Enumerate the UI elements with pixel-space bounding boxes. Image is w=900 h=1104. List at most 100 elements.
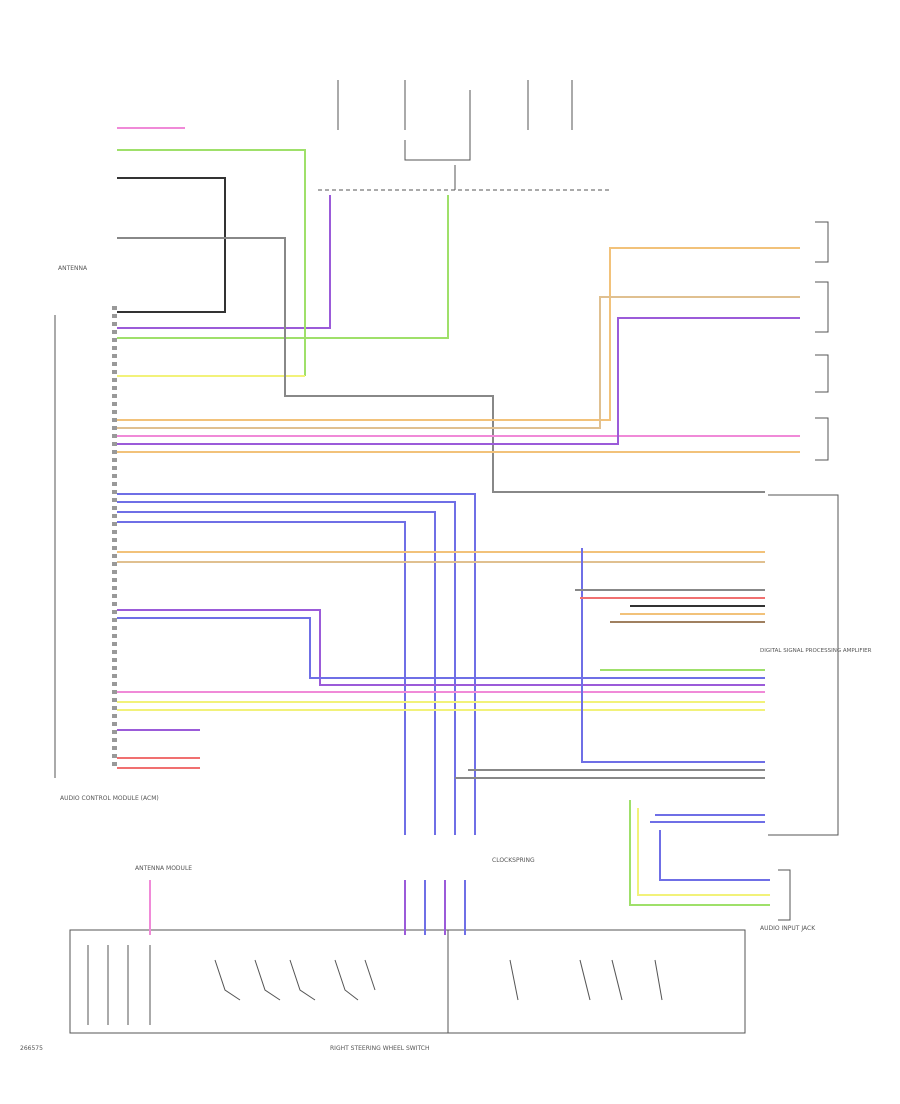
module-pin [112,338,117,342]
violet-line-3 [117,609,765,686]
module-pin [112,450,117,454]
module-pin [112,714,117,718]
rear-speaker-frame [815,281,829,333]
switch-mute [611,959,623,1001]
module-pin [112,658,117,662]
module-pin [112,578,117,582]
front-speaker-frame [815,221,829,263]
switch-voice [509,959,519,1001]
module-pin [112,650,117,654]
blue-can-4 [117,521,406,835]
drawing-id: 266575 [20,1045,43,1052]
green-aux-3 [629,800,770,906]
module-pin [112,418,117,422]
blue-loop-9 [581,548,765,763]
antenna-module-label: ANTENNA MODULE [135,865,192,872]
green-antenna-wire [117,195,449,339]
module-pin [112,362,117,366]
module-pin [112,706,117,710]
module-pin [112,618,117,622]
orange-speaker-1 [117,247,800,421]
module-pin [112,410,117,414]
module-pin [112,354,117,358]
tan-speaker-2 [117,296,800,429]
switch-volume-up [289,959,316,1001]
module-pin [112,602,117,606]
module-pin [112,674,117,678]
module-pin [112,586,117,590]
module-pin [112,530,117,534]
module-pin [112,554,117,558]
module-pin [112,442,117,446]
module-pin [112,666,117,670]
blue-can-1 [117,493,476,835]
module-pin [112,514,117,518]
switch-phone [579,959,591,1001]
module-pin [112,458,117,462]
blue-can-2 [117,501,456,835]
module-pin [112,498,117,502]
yellow-aux-4 [637,808,770,896]
module-pin [112,314,117,318]
amplifier-frame [768,494,839,836]
right-rear-speaker-frame [815,417,829,461]
module-pin [112,634,117,638]
antenna-label: ANTENNA [58,265,88,272]
gray-antenna-wire [117,237,765,493]
module-pin [112,346,117,350]
module-pin [112,546,117,550]
steering-switch-frame [69,929,746,1034]
module-pin [112,698,117,702]
module-pin [112,378,117,382]
black-antenna-wire [117,177,226,313]
module-pin [112,322,117,326]
violet-speaker-4 [117,317,800,445]
module-pin [112,754,117,758]
module-pin [112,474,117,478]
blue-line-4 [117,617,765,679]
module-pin [112,490,117,494]
switch-seek-down [254,959,281,1001]
switch-mode [364,959,376,991]
module-pin [112,434,117,438]
module-pin [112,682,117,686]
module-pin [112,402,117,406]
module-pin [112,594,117,598]
blue-aux-5 [659,830,770,881]
audio-input-jack-frame [778,869,791,921]
amplifier-label: DIGITAL SIGNAL PROCESSING AMPLIFIER [760,648,872,654]
module-label: AUDIO CONTROL MODULE (ACM) [60,795,159,802]
green-top-wire [117,149,306,376]
relay [404,90,471,161]
module-pin [112,610,117,614]
module-pin [112,690,117,694]
module-pin [112,642,117,646]
module-pin [112,762,117,766]
module-pin [112,482,117,486]
module-pin [112,330,117,334]
switch-volume-down [334,959,359,1001]
module-pin [112,626,117,630]
steering-switch-label: RIGHT STEERING WHEEL SWITCH [330,1045,430,1052]
switch-end [654,959,663,1001]
module-pin [112,386,117,390]
module-pin [112,570,117,574]
module-pin [112,506,117,510]
module-pin [112,466,117,470]
module-pin [112,522,117,526]
module-pin [112,426,117,430]
module-pin [112,746,117,750]
blue-can-3 [117,511,436,835]
module-pin [112,370,117,374]
module-pin [112,562,117,566]
module-pin [112,730,117,734]
violet-antenna-wire [117,195,331,329]
module-pin [112,394,117,398]
module-pin [112,538,117,542]
clockspring-label: CLOCKSPRING [492,857,535,864]
audio-input-jack-label: AUDIO INPUT JACK [760,925,816,932]
module-pin [112,306,117,310]
module-pin [112,738,117,742]
